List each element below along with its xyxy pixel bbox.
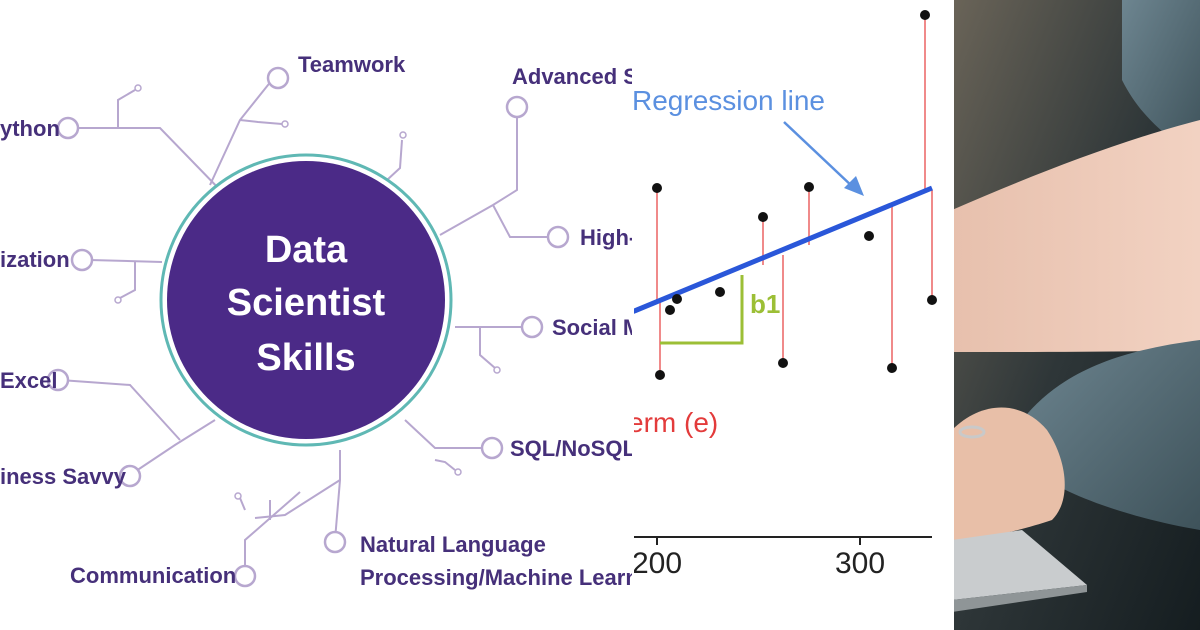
- sleeve-upper: [1122, 0, 1200, 160]
- regression-panel: b1 Regression line erm (e) 200 300: [632, 0, 952, 630]
- x-tick-label-200: 200: [632, 547, 682, 580]
- skill-python: ython: [0, 116, 60, 141]
- hub-line-3: Skills: [256, 337, 355, 379]
- regression-diagram: b1 Regression line erm (e) 200 300: [632, 10, 937, 580]
- slope-triangle: [660, 275, 744, 345]
- annotation-arrow-shaft: [783, 121, 855, 189]
- regression-line-label: Regression line: [632, 85, 825, 116]
- skill-excel: Excel: [0, 368, 58, 393]
- error-term-label: erm (e): [632, 407, 718, 438]
- sleeve-lower: [1022, 340, 1200, 530]
- skill-communication: Communication: [70, 563, 236, 588]
- skill-nlp-line-1: Natural Language: [360, 532, 546, 557]
- connector-lines: [59, 79, 555, 575]
- hub-line-2: Scientist: [227, 282, 386, 324]
- hand: [952, 407, 1065, 540]
- skill-sql: SQL/NoSQL: [510, 436, 632, 461]
- skills-mindmap-panel: Data Scientist Skills Teamwork ython Adv…: [0, 52, 632, 590]
- laptop-base: [952, 530, 1087, 600]
- annotation-arrow-head: [844, 176, 864, 196]
- typing-photo-panel: [952, 0, 1200, 630]
- skill-high: High-: [580, 225, 632, 250]
- center-hub: Data Scientist Skills: [159, 153, 453, 447]
- data-points: [652, 10, 937, 380]
- skill-business: iness Savvy: [0, 464, 127, 489]
- slope-label: b1: [750, 289, 780, 319]
- panel-divider: [632, 0, 634, 630]
- skill-teamwork: Teamwork: [298, 52, 406, 77]
- skill-social: Social M: [552, 315, 632, 340]
- ring: [958, 425, 986, 439]
- hub-line-1: Data: [265, 229, 348, 271]
- laptop-edge: [952, 585, 1087, 612]
- skill-advanced-stats: Advanced St: [512, 64, 632, 89]
- skills-mindmap: Data Scientist Skills Teamwork ython Adv…: [0, 52, 632, 590]
- forearm: [952, 120, 1200, 352]
- small-twig-dots: [114, 84, 501, 500]
- x-tick-label-300: 300: [835, 547, 885, 580]
- skill-nlp-line-2: Processing/Machine Learnin: [360, 565, 632, 590]
- arm-typing-on-laptop-photo: [952, 0, 1200, 630]
- regression-line: [632, 185, 933, 315]
- node-circles: [46, 66, 570, 588]
- residual-lines: [656, 15, 933, 375]
- panel-divider: [950, 0, 954, 630]
- skill-visualization: ization: [0, 247, 70, 272]
